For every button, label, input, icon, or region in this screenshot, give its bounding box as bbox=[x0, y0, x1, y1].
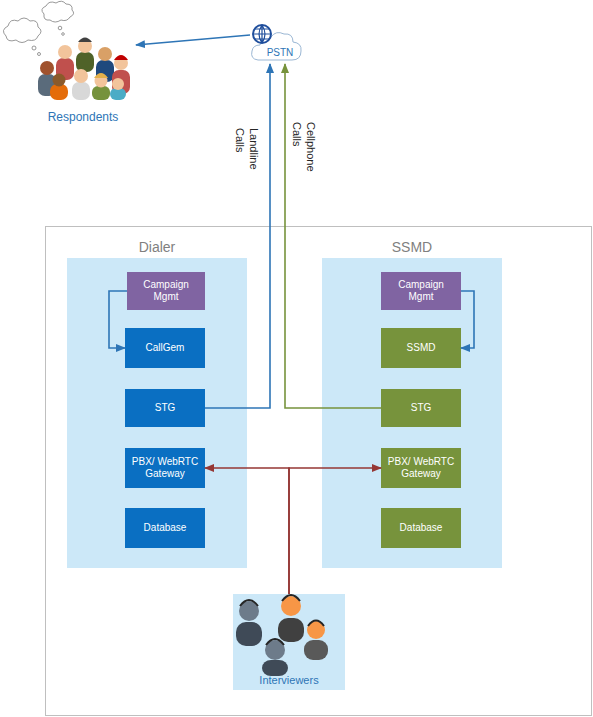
connector bbox=[289, 468, 381, 594]
svg-circle bbox=[114, 56, 128, 70]
svg-circle bbox=[112, 78, 124, 90]
component-box: Database bbox=[125, 508, 205, 548]
thought-clouds bbox=[3, 1, 73, 55]
svg-rect bbox=[236, 622, 262, 646]
svg-circle bbox=[62, 33, 65, 36]
svg-rect bbox=[56, 58, 74, 80]
svg-circle bbox=[281, 596, 301, 616]
node-label: STG bbox=[155, 402, 176, 414]
node-label: Database bbox=[144, 522, 187, 534]
svg-circle bbox=[78, 39, 92, 53]
connector bbox=[285, 64, 381, 408]
svg-path bbox=[114, 55, 128, 60]
panel-heading: Dialer bbox=[67, 239, 247, 256]
component-box: STG bbox=[125, 389, 205, 427]
system-boundary bbox=[46, 227, 592, 716]
svg-rect bbox=[112, 70, 130, 94]
node-label: PSTN bbox=[258, 47, 302, 59]
svg-rect bbox=[262, 660, 288, 676]
component-box: Database bbox=[381, 508, 461, 548]
respondents-people bbox=[38, 38, 130, 101]
svg-circle bbox=[98, 47, 112, 61]
svg-rect bbox=[38, 74, 56, 96]
globe-icon bbox=[253, 25, 271, 43]
connector bbox=[205, 64, 270, 408]
svg-rect bbox=[110, 88, 126, 100]
component-box: Campaign Mgmt bbox=[381, 272, 461, 310]
svg-circle bbox=[239, 601, 259, 621]
interviewers-group: Interviewers bbox=[233, 594, 345, 690]
component-box: SSMD bbox=[381, 328, 461, 368]
edge-label: Cellphone Calls bbox=[290, 122, 318, 186]
node-label: Campaign Mgmt bbox=[132, 279, 200, 303]
svg-circle bbox=[38, 53, 41, 56]
svg-circle bbox=[40, 61, 54, 75]
svg-circle bbox=[74, 69, 88, 83]
node-label: Database bbox=[400, 522, 443, 534]
connector bbox=[461, 291, 474, 348]
svg-path bbox=[3, 18, 41, 43]
node-label: Campaign Mgmt bbox=[386, 279, 456, 303]
edge-label: Landline Calls bbox=[233, 128, 261, 184]
svg-rect bbox=[76, 52, 94, 72]
system-panel: SSMDCampaign MgmtSSMDSTGPBX/ WebRTC Gate… bbox=[322, 258, 502, 568]
svg-path bbox=[78, 38, 92, 43]
interviewers-people bbox=[236, 595, 328, 676]
panel-heading: SSMD bbox=[322, 239, 502, 256]
node-label: CallGem bbox=[146, 342, 185, 354]
svg-circle bbox=[307, 621, 325, 639]
svg-circle bbox=[265, 640, 285, 660]
svg-rect bbox=[304, 640, 328, 660]
svg-rect bbox=[72, 82, 90, 100]
connector bbox=[109, 291, 127, 348]
component-box: STG bbox=[381, 389, 461, 427]
system-panel: DialerCampaign MgmtCallGemSTGPBX/ WebRTC… bbox=[67, 258, 247, 568]
svg-path bbox=[240, 600, 258, 606]
svg-circle bbox=[32, 46, 36, 50]
svg-path bbox=[42, 1, 74, 22]
svg-rect bbox=[50, 84, 68, 100]
connector bbox=[205, 468, 289, 594]
node-label: SSMD bbox=[407, 342, 436, 354]
svg-circle bbox=[95, 75, 108, 88]
svg-path bbox=[308, 621, 324, 627]
network-cloud: PSTN bbox=[250, 22, 302, 64]
svg-circle bbox=[58, 45, 72, 59]
svg-path bbox=[94, 73, 108, 78]
node-label: Respondents bbox=[30, 110, 136, 125]
node-label: STG bbox=[411, 402, 432, 414]
svg-circle bbox=[58, 26, 62, 30]
node-label: PBX/ WebRTC Gateway bbox=[386, 456, 456, 480]
svg-path bbox=[282, 595, 300, 601]
svg-rect bbox=[278, 618, 304, 642]
component-box: CallGem bbox=[125, 328, 205, 368]
globe-lines bbox=[253, 25, 271, 43]
component-box: PBX/ WebRTC Gateway bbox=[125, 448, 205, 488]
node-label: Interviewers bbox=[233, 674, 345, 687]
component-box: PBX/ WebRTC Gateway bbox=[381, 448, 461, 488]
svg-rect bbox=[92, 86, 110, 100]
component-box: Campaign Mgmt bbox=[127, 272, 205, 310]
svg-rect bbox=[96, 60, 114, 82]
svg-circle bbox=[53, 74, 66, 87]
node-label: PBX/ WebRTC Gateway bbox=[130, 456, 200, 480]
connector bbox=[136, 35, 250, 45]
respondents-group: Respondents bbox=[30, 8, 136, 125]
svg-path bbox=[266, 639, 284, 645]
